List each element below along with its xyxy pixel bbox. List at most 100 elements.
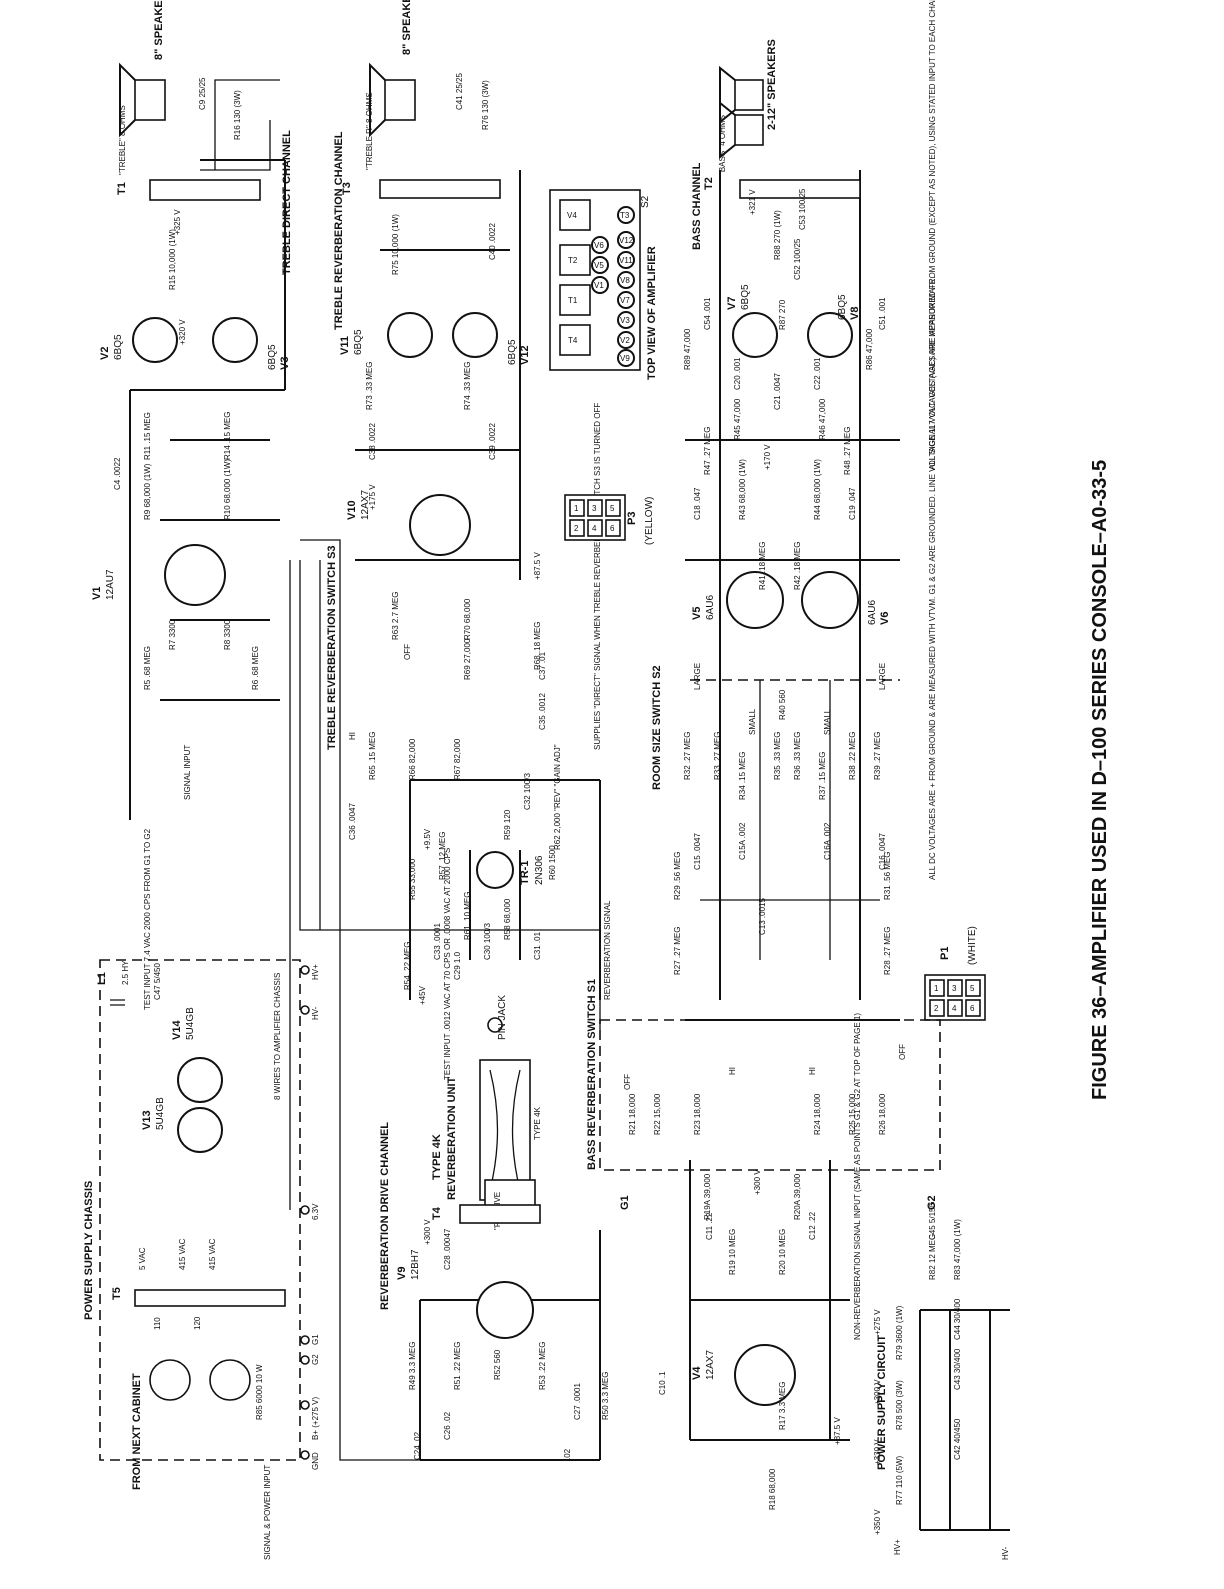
t5-5vac: 5 VAC — [138, 1247, 147, 1270]
terminal-b-plus[interactable] — [300, 1400, 310, 1410]
tv-r1-7: V9 — [620, 354, 630, 363]
r44-label: R44 68,000 (1W) — [813, 459, 822, 520]
pin-jack[interactable] — [487, 1017, 503, 1033]
p3-pin-5: 5 — [610, 504, 615, 513]
v4-label: V4 — [691, 1366, 703, 1380]
v6-type: 6AU6 — [867, 600, 878, 625]
v13-type: 5U4GB — [155, 1097, 166, 1130]
r21-label: R21 18,000 — [628, 1093, 637, 1135]
r27-label: R27 .27 MEG — [673, 927, 682, 975]
test-input-note: TEST INPUT 7.4 VAC 2000 CPS FROM G1 TO G… — [143, 828, 152, 1010]
l1-label: L1 — [96, 972, 108, 985]
reverb-unit-label: REVERBERATION UNIT — [446, 1076, 458, 1200]
treble-reverb-section: TREBLE REVERBERATION CHANNEL V10 12AX7 V… — [299, 0, 602, 931]
switch-s2[interactable]: ROOM SIZE SWITCH S2 LARGE LARGE SMALL SM… — [651, 663, 900, 790]
s2-small-2: SMALL — [823, 708, 832, 735]
transistor-tr1 — [476, 851, 514, 889]
r50-label: R50 3.3 MEG — [601, 1372, 610, 1420]
power-chassis-border — [99, 959, 301, 1461]
v4-type: 12AX7 — [705, 1350, 716, 1380]
switch-s1-label: BASS REVERBERATION SWITCH S1 — [586, 979, 598, 1170]
v350-label: +350 V — [873, 1509, 882, 1535]
tv-r2-4: T2 — [568, 256, 578, 265]
p3-pin-2: 2 — [574, 524, 579, 533]
c37-label: C37 .01 — [538, 651, 547, 680]
r39-label: R39 .27 MEG — [873, 732, 882, 780]
r16-label: R16 130 (3W) — [233, 90, 242, 140]
r46-label: R46 47,000 — [818, 398, 827, 440]
r68-label: R68 .18 MEG — [533, 622, 542, 670]
tube-v7: V7 6BQ5 — [726, 284, 778, 358]
r15-label: R15 10,000 (1W) — [168, 229, 177, 290]
notes: ALL SIGNAL VOLTAGES (VAC) ARE MEASURED F… — [928, 0, 937, 880]
r55-label: R55 33,000 — [408, 858, 417, 900]
r89-label: R89 47,000 — [683, 328, 692, 370]
terminal-hv-minus[interactable] — [300, 1005, 310, 1015]
plug-from-next-cabinet[interactable] — [149, 1359, 191, 1401]
v2-label: V2 — [99, 347, 111, 360]
c15-label: C15 .0047 — [693, 833, 702, 870]
r87-label: R87 270 — [778, 299, 787, 330]
t5-110: 110 — [153, 1317, 162, 1330]
top-view-title: TOP VIEW OF AMPLIFIER — [646, 246, 658, 380]
ac-63-label: 6.3V — [311, 1203, 320, 1220]
v300-ps: +300 V — [873, 1379, 882, 1405]
treble-reverb-label: TREBLE REVERBERATION CHANNEL — [333, 131, 345, 330]
v875-treble: +87.5 V — [533, 552, 542, 580]
bass-label: BASS CHANNEL — [691, 162, 703, 250]
power-circuit-label: POWER SUPPLY CIRCUIT — [876, 1335, 888, 1470]
terminal-gnd[interactable] — [300, 1450, 310, 1460]
terminal-g2[interactable] — [300, 1355, 310, 1365]
v5-label: V5 — [691, 607, 703, 620]
t5-label: T5 — [111, 1287, 123, 1300]
c24-label: C24 .02 — [413, 1431, 422, 1460]
wires-note: 8 WIRES TO AMPLIFIER CHASSIS — [273, 973, 282, 1100]
v9-label: V9 — [396, 1267, 408, 1280]
r49-label: R49 3.3 MEG — [408, 1342, 417, 1390]
c9-label: C9 25/25 — [198, 77, 207, 110]
tv-r1-6: V2 — [620, 336, 630, 345]
terminal-g1[interactable] — [300, 1335, 310, 1345]
t5-415b: 415 VAC — [208, 1238, 217, 1270]
c52-label: C52 100/25 — [793, 238, 802, 280]
treble-r-load-label: "TREBLE R" 8 OHMS — [365, 92, 374, 170]
c33-label: C33 .0001 — [433, 923, 442, 960]
c28-label: C28 .00047 — [443, 1228, 452, 1270]
r33-label: R33 .27 MEG — [713, 732, 722, 780]
tv-r2-5: T1 — [568, 296, 578, 305]
r18-label: R18 68,000 — [768, 1468, 777, 1510]
plug-signal-power[interactable] — [209, 1359, 251, 1401]
r14-label: R14 .15 MEG — [223, 412, 232, 460]
p3-pin-1: 1 — [574, 504, 579, 513]
r35-label: R35 .33 MEG — [773, 732, 782, 780]
tv-r1-5: V3 — [620, 316, 630, 325]
terminal-hv-plus[interactable] — [300, 965, 310, 975]
r65-label: R65 .15 MEG — [368, 732, 377, 780]
tr1-type: 2N306 — [534, 855, 545, 885]
s2-large-2: LARGE — [878, 663, 887, 690]
tv-r2-0: V4 — [567, 211, 577, 220]
tube-v2: V2 6BQ5 — [99, 317, 178, 363]
top-view-row2: V4 V6 V5 V1 T2 T1 T4 — [559, 199, 609, 356]
r41-label: R41 .18 MEG — [758, 542, 767, 590]
c40-label: C40 .0022 — [488, 223, 497, 260]
r58-label: R58 68,000 — [503, 898, 512, 940]
c53-label: C53 100/25 — [798, 188, 807, 230]
tube-v8: V8 6BQ5 — [807, 294, 861, 358]
v170-label: +170 V — [763, 444, 772, 470]
signal-power-input: SIGNAL & POWER INPUT — [263, 1465, 272, 1560]
power-chassis-section: POWER SUPPLY CHASSIS FROM NEXT CABINET S… — [83, 959, 320, 1560]
r86-label: R86 47,000 — [865, 328, 874, 370]
c32-label: C32 100/3 — [523, 773, 532, 810]
r28-label: R28 .27 MEG — [883, 927, 892, 975]
r82-label: R82 12 MEG — [928, 1234, 937, 1280]
v10-type: 12AX7 — [360, 490, 371, 520]
note-dc-voltages: ALL DC VOLTAGES ARE + FROM GROUND & ARE … — [928, 276, 937, 880]
p3-label: P3 — [626, 512, 638, 525]
c35-label: C35 .0012 — [538, 693, 547, 730]
c31-label: C31 .01 — [533, 931, 542, 960]
v7-type: 6BQ5 — [740, 284, 751, 310]
terminal-63v[interactable] — [300, 1205, 310, 1215]
v11-type: 6BQ5 — [353, 329, 364, 355]
r69-label: R69 27,000 — [463, 638, 472, 680]
